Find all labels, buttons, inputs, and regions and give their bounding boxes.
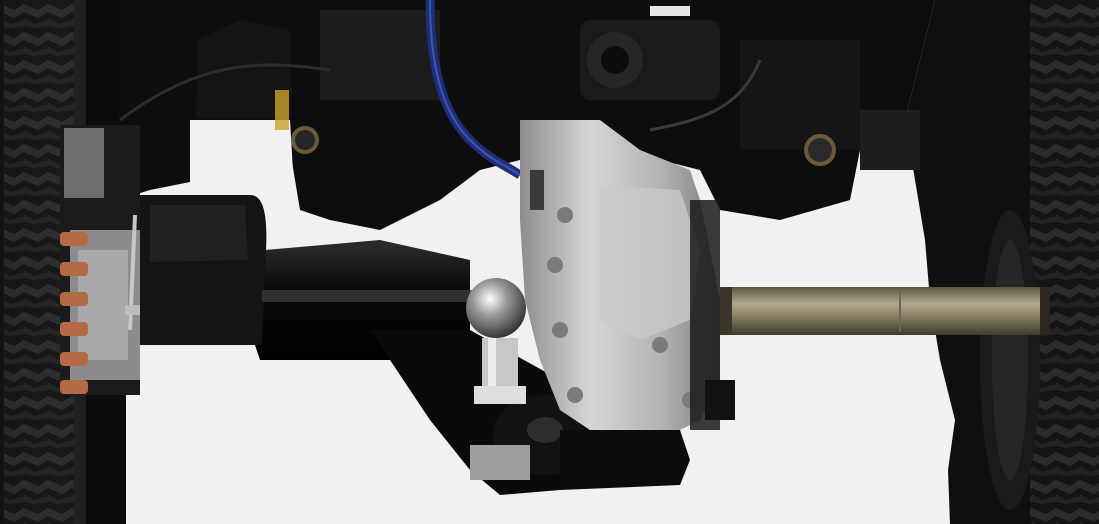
- differential-housing: [520, 120, 735, 430]
- copper-bolt-row: [60, 232, 88, 394]
- upper-frame: [118, 0, 935, 230]
- hex-bolt: [466, 278, 526, 404]
- brake-assembly: [60, 125, 185, 395]
- mounting-bracket: [370, 330, 690, 495]
- drive-shaft: [720, 287, 1050, 335]
- axle-tube: [140, 195, 472, 360]
- right-tire: [905, 0, 1099, 524]
